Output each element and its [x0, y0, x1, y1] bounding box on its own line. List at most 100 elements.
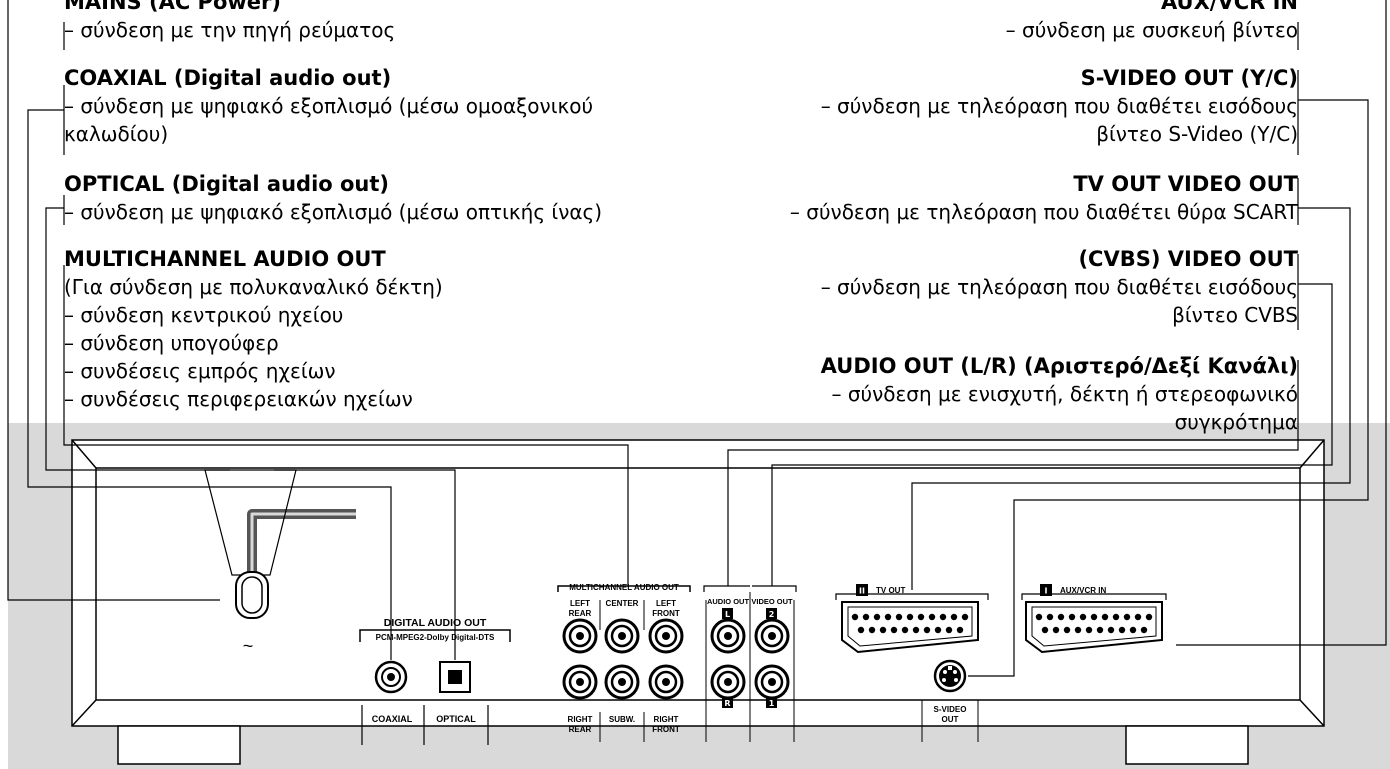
label-tv-out-title: TV OUT VIDEO OUT [1073, 172, 1298, 196]
scart-pin [868, 626, 876, 634]
scart-pin [928, 613, 936, 621]
scart-pin [1052, 626, 1060, 634]
scart-pin [1057, 613, 1065, 621]
scart-pin [923, 626, 931, 634]
digital-formats: PCM-MPEG2-Dolby Digital-DTS [376, 633, 495, 642]
leader-lines-right [727, 0, 1387, 677]
label-aux-vcr-title: AUX/VCR IN [1160, 0, 1298, 14]
label-cvbs: (CVBS) VIDEO OUT – σύνδεση με τηλεόραση … [821, 245, 1298, 329]
scart-pin [939, 613, 947, 621]
scart-pin [879, 626, 887, 634]
badge-l: L [725, 610, 730, 619]
left-rear-jack [562, 618, 598, 654]
badge-2: 2 [769, 610, 775, 619]
scart-pin [873, 613, 881, 621]
tv-badge: II [859, 587, 865, 596]
digital-audio-out-group: DIGITAL AUDIO OUT PCM-MPEG2-Dolby Digita… [359, 617, 511, 745]
label-audio-out-desc-1: – σύνδεση με ενισχυτή, δέκτη ή στερεοφων… [831, 382, 1298, 406]
label-tv-out: TV OUT VIDEO OUT – σύνδεση με τηλεόραση … [790, 170, 1298, 226]
leader-lines-left [7, 0, 629, 660]
label-coaxial-desc-1: – σύνδεση με ψηφιακό εξοπλισμό (μέσω ομο… [64, 94, 594, 118]
video-1-jack [754, 664, 790, 700]
label-coaxial-title: COAXIAL (Digital audio out) [64, 66, 392, 90]
scart-pin [862, 613, 870, 621]
scart-pin [1129, 626, 1137, 634]
scart-pin [1041, 626, 1049, 634]
s-video-label: S-VIDEO [934, 705, 967, 714]
audio-l-jack [710, 618, 746, 654]
scart-pin [1145, 613, 1153, 621]
s-video-port: S-VIDEO OUT [921, 659, 979, 742]
audio-video-out-group: AUDIO OUT VIDEO OUT L 2 R 1 [703, 585, 797, 742]
label-s-video: S-VIDEO OUT (Y/C) – σύνδεση με τηλεόραση… [821, 64, 1298, 148]
scart-pin [1134, 613, 1142, 621]
video-out-label: VIDEO OUT [751, 597, 793, 606]
label-cvbs-title: (CVBS) VIDEO OUT [1078, 247, 1298, 271]
scart-pin [857, 626, 865, 634]
label-s-video-title: S-VIDEO OUT (Y/C) [1080, 66, 1298, 90]
scart-pin [1101, 613, 1109, 621]
tv-out-label: TV OUT [876, 586, 905, 595]
left-front-jack [648, 618, 684, 654]
label-cvbs-desc-1: – σύνδεση με τηλεόραση που διαθέτει εισό… [820, 275, 1298, 299]
coaxial-label: COAXIAL [372, 714, 413, 724]
scart-pin [1112, 613, 1120, 621]
right-front-label-1: RIGHT [654, 715, 679, 724]
subw-label: SUBW. [609, 715, 635, 724]
scart-pin [1079, 613, 1087, 621]
left-rear-label-1: LEFT [570, 599, 590, 608]
optical-label: OPTICAL [436, 714, 476, 724]
label-tv-out-desc: – σύνδεση με τηλεόραση που διαθέτει θύρα… [789, 200, 1298, 224]
label-coaxial-desc-2: καλωδίου) [64, 122, 169, 146]
center-jack [604, 618, 640, 654]
foot-right [1125, 725, 1249, 765]
scart-pin [934, 626, 942, 634]
right-rear-label-1: RIGHT [568, 715, 593, 724]
scart-pin [895, 613, 903, 621]
power-cord [204, 469, 356, 619]
scart-pin [884, 613, 892, 621]
left-front-label-1: LEFT [656, 599, 676, 608]
panel-body [71, 439, 1325, 727]
scart-pin [851, 613, 859, 621]
scart-pin [1107, 626, 1115, 634]
scart-pin [1046, 613, 1054, 621]
label-optical-desc: – σύνδεση με ψηφιακό εξοπλισμό (μέσω οπτ… [64, 200, 603, 224]
scart-pin [956, 626, 964, 634]
scart-pin [1085, 626, 1093, 634]
label-multichannel-title: MULTICHANNEL AUDIO OUT [64, 247, 386, 271]
multichannel-group: MULTICHANNEL AUDIO OUT LEFT REAR CENTER … [557, 583, 691, 742]
scart-pin [917, 613, 925, 621]
left-front-label-2: FRONT [652, 609, 680, 618]
scart-pin [1035, 613, 1043, 621]
badge-1: 1 [769, 699, 775, 708]
video-2-jack [754, 618, 790, 654]
scart-pin [1074, 626, 1082, 634]
audio-out-label: AUDIO OUT [707, 597, 750, 606]
scart-pin [901, 626, 909, 634]
label-multichannel: MULTICHANNEL AUDIO OUT (Για σύνδεση με π… [64, 245, 443, 413]
center-label: CENTER [606, 599, 639, 608]
aux-vcr-pins [1035, 613, 1153, 634]
label-aux-vcr: AUX/VCR IN – σύνδεση με συσκευή βίντεο [1006, 0, 1298, 44]
scart-pin [1090, 613, 1098, 621]
label-audio-out: AUDIO OUT (L/R) (Αριστερό/Δεξί Κανάλι) –… [821, 352, 1298, 436]
scart-pin [1118, 626, 1126, 634]
label-aux-vcr-desc: – σύνδεση με συσκευή βίντεο [1005, 18, 1298, 42]
label-audio-out-desc-2: συγκρότημα [1174, 410, 1298, 434]
scart-pin [1123, 613, 1131, 621]
right-front-label-2: FRONT [652, 725, 680, 734]
scart-pin [1068, 613, 1076, 621]
subw-jack [604, 664, 640, 700]
label-cvbs-desc-2: βίντεο CVBS [1172, 303, 1298, 327]
label-s-video-desc-2: βίντεο S-Video (Y/C) [1096, 122, 1298, 146]
label-multichannel-desc-4: – συνδέσεις εμπρός ηχείων [64, 359, 336, 383]
scart-pin [912, 626, 920, 634]
right-rear-label-2: REAR [569, 725, 592, 734]
aux-vcr-label: AUX/VCR IN [1060, 586, 1106, 595]
digital-audio-out-title: DIGITAL AUDIO OUT [384, 617, 487, 629]
s-video-out-label: OUT [942, 715, 959, 724]
label-audio-out-title: AUDIO OUT (L/R) (Αριστερό/Δεξί Κανάλι) [820, 354, 1298, 378]
label-multichannel-desc-2: – σύνδεση κεντρικού ηχείου [64, 303, 344, 327]
